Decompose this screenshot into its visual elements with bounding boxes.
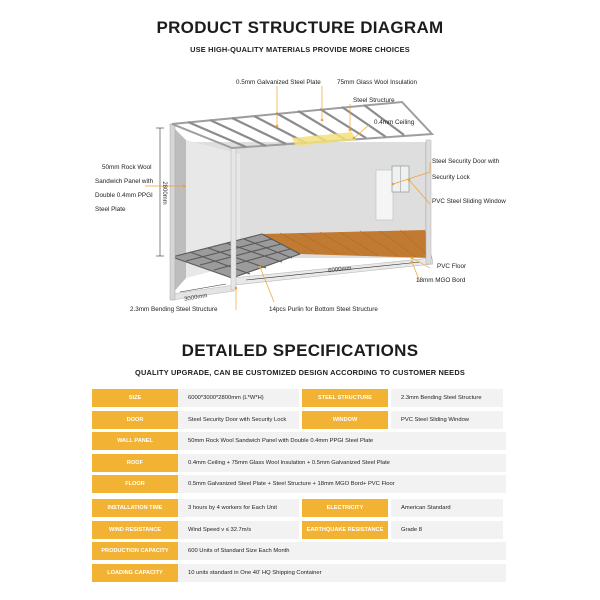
label-wall-line-4: Steel Plate: [95, 206, 126, 213]
spec-row: PRODUCTION CAPACITY 600 Units of Standar…: [92, 542, 506, 560]
label-ceiling: 0.4mm Ceiling: [374, 119, 415, 126]
label-bending-steel: 2.3mm Bending Steel Structure: [130, 306, 218, 313]
spec-value: Wind Speed v ≤ 32.7m/s: [178, 520, 299, 539]
container-illustration: 2800mm 6000mm 3000mm: [145, 86, 435, 310]
spec-row: WIND RESISTANCE Wind Speed v ≤ 32.7m/s E…: [92, 520, 506, 539]
spec-value: 0.4mm Ceiling + 75mm Glass Wool Insulati…: [178, 453, 506, 472]
spec-row: ROOF 0.4mm Ceiling + 75mm Glass Wool Ins…: [92, 453, 506, 472]
spec-key: PRODUCTION CAPACITY: [92, 542, 178, 560]
spec-key: WALL PANEL: [92, 432, 178, 450]
spec-value: 6000*3000*2800mm (L*W*H): [178, 389, 299, 407]
label-wall-line-1: 50mm Rock Wool: [102, 164, 152, 171]
spec-key: LOADING CAPACITY: [92, 563, 178, 582]
spec-row: WALL PANEL 50mm Rock Wool Sandwich Panel…: [92, 432, 506, 450]
label-wall-line-2: Sandwich Panel with: [95, 178, 154, 185]
spec-table: SIZE 6000*3000*2800mm (L*W*H) STEEL STRU…: [92, 389, 506, 585]
spec-value: 10 units standard in One 40' HQ Shipping…: [178, 563, 506, 582]
spec-value: 50mm Rock Wool Sandwich Panel with Doubl…: [178, 432, 506, 450]
spec-key: SIZE: [92, 389, 178, 407]
spec-key: ELECTRICITY: [302, 499, 388, 517]
label-galvanized-plate: 0.5mm Galvanized Steel Plate: [236, 79, 321, 86]
spec-key: WIND RESISTANCE: [92, 520, 178, 539]
dim-length: 6000mm: [328, 266, 352, 274]
label-steel-structure: Steel Structure: [353, 97, 395, 104]
spec-row: INSTALLATION TIME 3 hours by 4 workers f…: [92, 499, 506, 517]
label-purlin: 14pcs Purlin for Bottom Steel Structure: [269, 306, 378, 313]
spec-key: WINDOW: [302, 410, 388, 429]
spec-row: LOADING CAPACITY 10 units standard in On…: [92, 563, 506, 582]
spec-key: DOOR: [92, 410, 178, 429]
spec-row: FLOOR 0.5mm Galvanized Steel Plate + Ste…: [92, 475, 506, 493]
page-subtitle: USE HIGH-QUALITY MATERIALS PROVIDE MORE …: [190, 45, 410, 54]
spec-key: FLOOR: [92, 475, 178, 493]
spec-value: American Standard: [391, 499, 503, 517]
spec-row: SIZE 6000*3000*2800mm (L*W*H) STEEL STRU…: [92, 389, 506, 407]
spec-key: EARTHQUAKE RESISTANCE: [302, 520, 388, 539]
page-title: PRODUCT STRUCTURE DIAGRAM: [156, 18, 444, 37]
spec-value: Steel Security Door with Security Lock: [178, 410, 299, 429]
spec-value: 0.5mm Galvanized Steel Plate + Steel Str…: [178, 475, 506, 493]
specs-subtitle: QUALITY UPGRADE, CAN BE CUSTOMIZED DESIG…: [135, 368, 465, 377]
label-window: PVC Steel Sliding Window: [432, 198, 506, 205]
label-door-line-1: Steel Security Door with: [432, 158, 500, 165]
label-mgo-board: 18mm MGO Bord: [416, 277, 466, 284]
label-pvc-floor: PVC Floor: [437, 263, 467, 270]
spec-key: ROOF: [92, 453, 178, 472]
spec-row: DOOR Steel Security Door with Security L…: [92, 410, 506, 429]
spec-value: 600 Units of Standard Size Each Month: [178, 542, 506, 560]
spec-key: STEEL STRUCTURE: [302, 389, 388, 407]
label-glass-wool: 75mm Glass Wool Insulation: [337, 79, 418, 86]
dim-height: 2800mm: [161, 181, 167, 204]
spec-value: PVC Steel Sliding Window: [391, 410, 503, 429]
structure-diagram: 2800mm 6000mm 3000mm 0.5mm Galvanized St…: [0, 62, 600, 324]
label-wall-line-3: Double 0.4mm PPGI: [95, 192, 153, 199]
label-door-line-2: Security Lock: [432, 174, 470, 181]
spec-value: 3 hours by 4 workers for Each Unit: [178, 499, 299, 517]
spec-value: 2.3mm Bending Steel Structure: [391, 389, 503, 407]
dim-width: 3000mm: [184, 293, 208, 303]
spec-value: Grade 8: [391, 520, 503, 539]
spec-key: INSTALLATION TIME: [92, 499, 178, 517]
specs-title: DETAILED SPECIFICATIONS: [181, 341, 419, 360]
